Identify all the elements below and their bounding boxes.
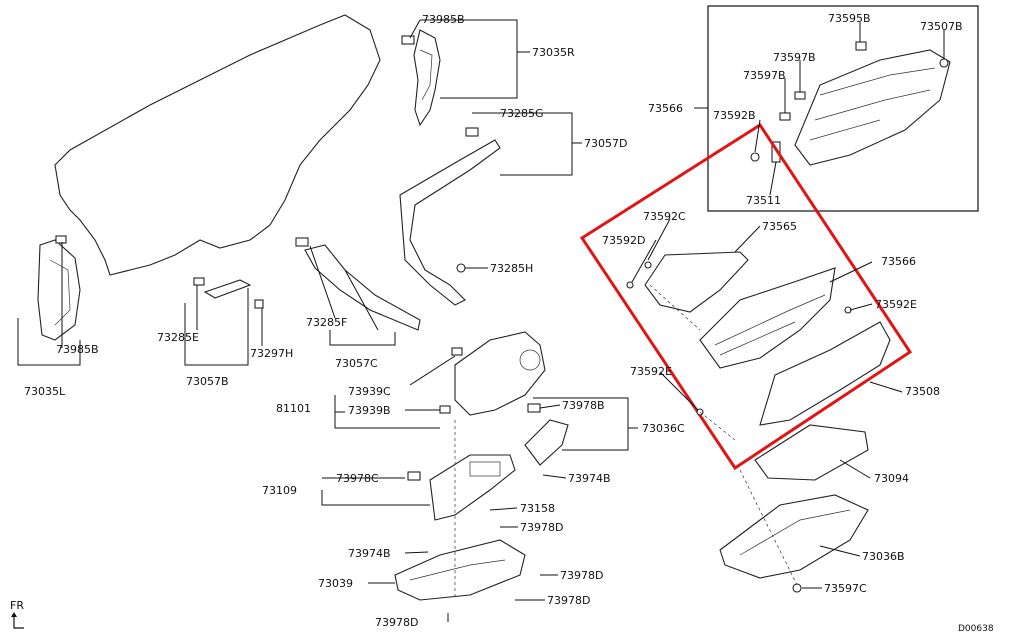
clip-73285f: [295, 237, 309, 247]
label-73597c: 73597C: [824, 582, 867, 595]
instrument-panel-outline: [54, 14, 381, 276]
label-81101: 81101: [276, 402, 311, 415]
label-73566-top: 73566: [648, 102, 683, 115]
label-73939b: 73939B: [348, 404, 391, 417]
under-cover-73036b: [719, 494, 869, 579]
plate-73094: [754, 424, 869, 481]
clip-73597c: [792, 583, 802, 593]
label-73592d: 73592D: [602, 234, 645, 247]
guide-lines: [454, 284, 798, 600]
screw-73592d: [626, 281, 634, 289]
label-73511: 73511: [746, 194, 781, 207]
label-73978d-4: 73978D: [375, 616, 418, 629]
clip-73985b-top: [401, 35, 415, 45]
label-73597b-1: 73597B: [773, 51, 816, 64]
screw-73592b: [750, 152, 760, 162]
label-73978d-3: 73978D: [547, 594, 590, 607]
label-73158: 73158: [520, 502, 555, 515]
label-73978d-2: 73978D: [560, 569, 603, 582]
highlight-frame: [579, 122, 913, 471]
lower-panel-73109: [429, 454, 516, 521]
front-arrow-icon: [13, 615, 24, 629]
clip-73978c: [407, 471, 421, 481]
label-73566-mid: 73566: [881, 255, 916, 268]
glove-box-lid-73565: [644, 251, 749, 313]
label-73057c: 73057C: [335, 357, 378, 370]
label-73508: 73508: [905, 385, 940, 398]
pillar-trim-left: [37, 239, 81, 341]
label-73285e: 73285E: [157, 331, 199, 344]
label-73507b: 73507B: [920, 20, 963, 33]
label-73592e-left: 73592E: [630, 365, 672, 378]
label-73036b: 73036B: [862, 550, 905, 563]
label-73985b-top: 73985B: [422, 13, 465, 26]
label-73297h: 73297H: [250, 347, 293, 360]
label-73978c: 73978C: [336, 472, 379, 485]
label-73057b: 73057B: [186, 375, 229, 388]
label-73592c: 73592C: [643, 210, 686, 223]
under-cover-73039: [394, 539, 526, 601]
label-73057d: 73057D: [584, 137, 627, 150]
clip-73978b: [527, 403, 541, 413]
label-73597b-2: 73597B: [743, 69, 786, 82]
label-73978b: 73978B: [562, 399, 605, 412]
glove-box-assembly: [794, 49, 951, 166]
label-73565: 73565: [762, 220, 797, 233]
label-73939c: 73939C: [348, 385, 391, 398]
small-trim-73057b: [203, 279, 252, 299]
label-73592e-right: 73592E: [875, 298, 917, 311]
label-73974b-left: 73974B: [348, 547, 391, 560]
label-73036c: 73036C: [642, 422, 685, 435]
label-73039: 73039: [318, 577, 353, 590]
a-pillar-trim-right: [399, 139, 501, 306]
label-73109: 73109: [262, 484, 297, 497]
label-73035l: 73035L: [24, 385, 66, 398]
clip-73285e: [193, 277, 205, 286]
label-73985b-left: 73985B: [56, 343, 99, 356]
label-73285f: 73285F: [306, 316, 347, 329]
clip-73597b-2: [779, 112, 791, 121]
label-73978d-1: 73978D: [520, 521, 563, 534]
clip-73597b-1: [794, 91, 806, 100]
cluster-hood: [454, 331, 546, 416]
clip-73985b-left: [55, 235, 67, 244]
glove-box-outer-73508: [759, 321, 891, 426]
screw-73592c: [644, 261, 652, 269]
label-73285h: 73285H: [490, 262, 533, 275]
leader-lines: [17, 19, 945, 622]
pillar-trim-right: [413, 29, 441, 127]
label-73974b-right: 73974B: [568, 472, 611, 485]
label-73094: 73094: [874, 472, 909, 485]
clip-73285h: [456, 263, 466, 273]
clip-73939c: [451, 347, 463, 356]
label-73595b: 73595B: [828, 12, 871, 25]
glove-box-73566: [699, 267, 836, 369]
a-pillar-trim-left: [304, 244, 421, 331]
front-indicator-label: FR: [10, 599, 24, 612]
clip-73507b: [939, 58, 949, 68]
label-73285g: 73285G: [500, 107, 544, 120]
clip-73285g: [465, 127, 479, 137]
clip-73939b: [439, 405, 451, 414]
clip-73595b: [855, 41, 867, 51]
diagram-code: D00638: [958, 624, 994, 634]
clip-73297h: [254, 299, 264, 309]
label-73035r: 73035R: [532, 46, 575, 59]
side-cover-73036c: [524, 419, 569, 466]
label-73592b: 73592B: [713, 109, 756, 122]
